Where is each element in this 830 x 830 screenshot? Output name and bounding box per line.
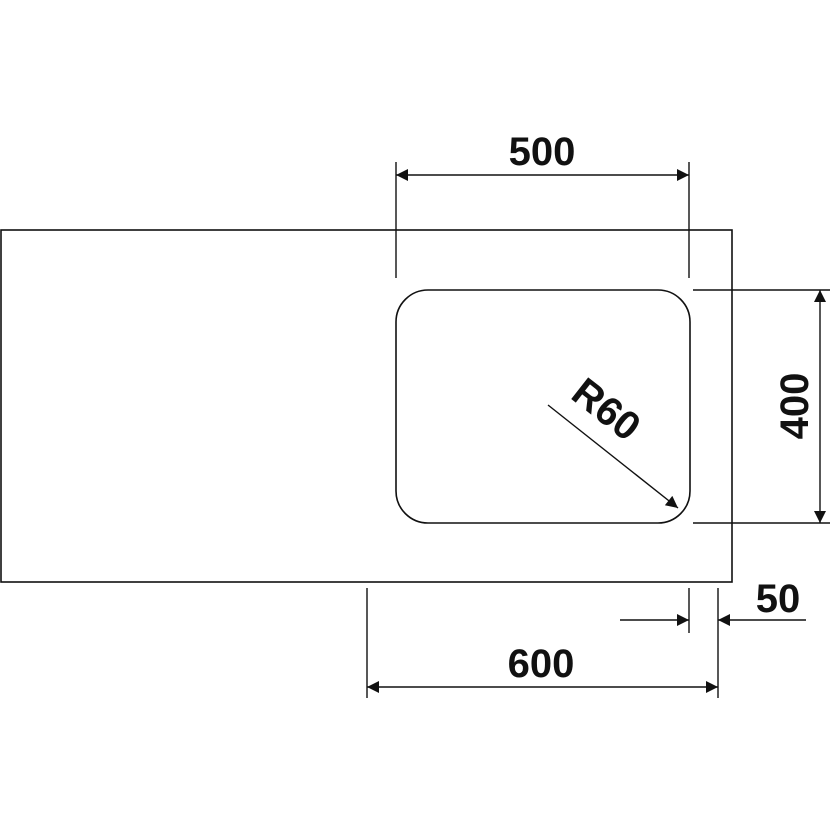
bowl-width-label: 500 [509,130,576,174]
countertop-outline [0,229,733,583]
sink-bowl-outline [395,289,691,524]
radius-leader-line [547,404,679,509]
cabinet-width-label: 600 [508,642,575,686]
bowl-depth-dimension: 400 [693,289,830,524]
edge-offset-label: 50 [756,577,801,621]
cabinet-width-dimension: 600 [366,588,719,698]
edge-offset-dimension: 50 [620,577,806,633]
bowl-width-dimension: 500 [395,130,690,278]
corner-radius-label: R60 [564,370,649,450]
corner-radius-dimension: R60 [547,370,679,509]
bowl-depth-label: 400 [773,373,817,440]
